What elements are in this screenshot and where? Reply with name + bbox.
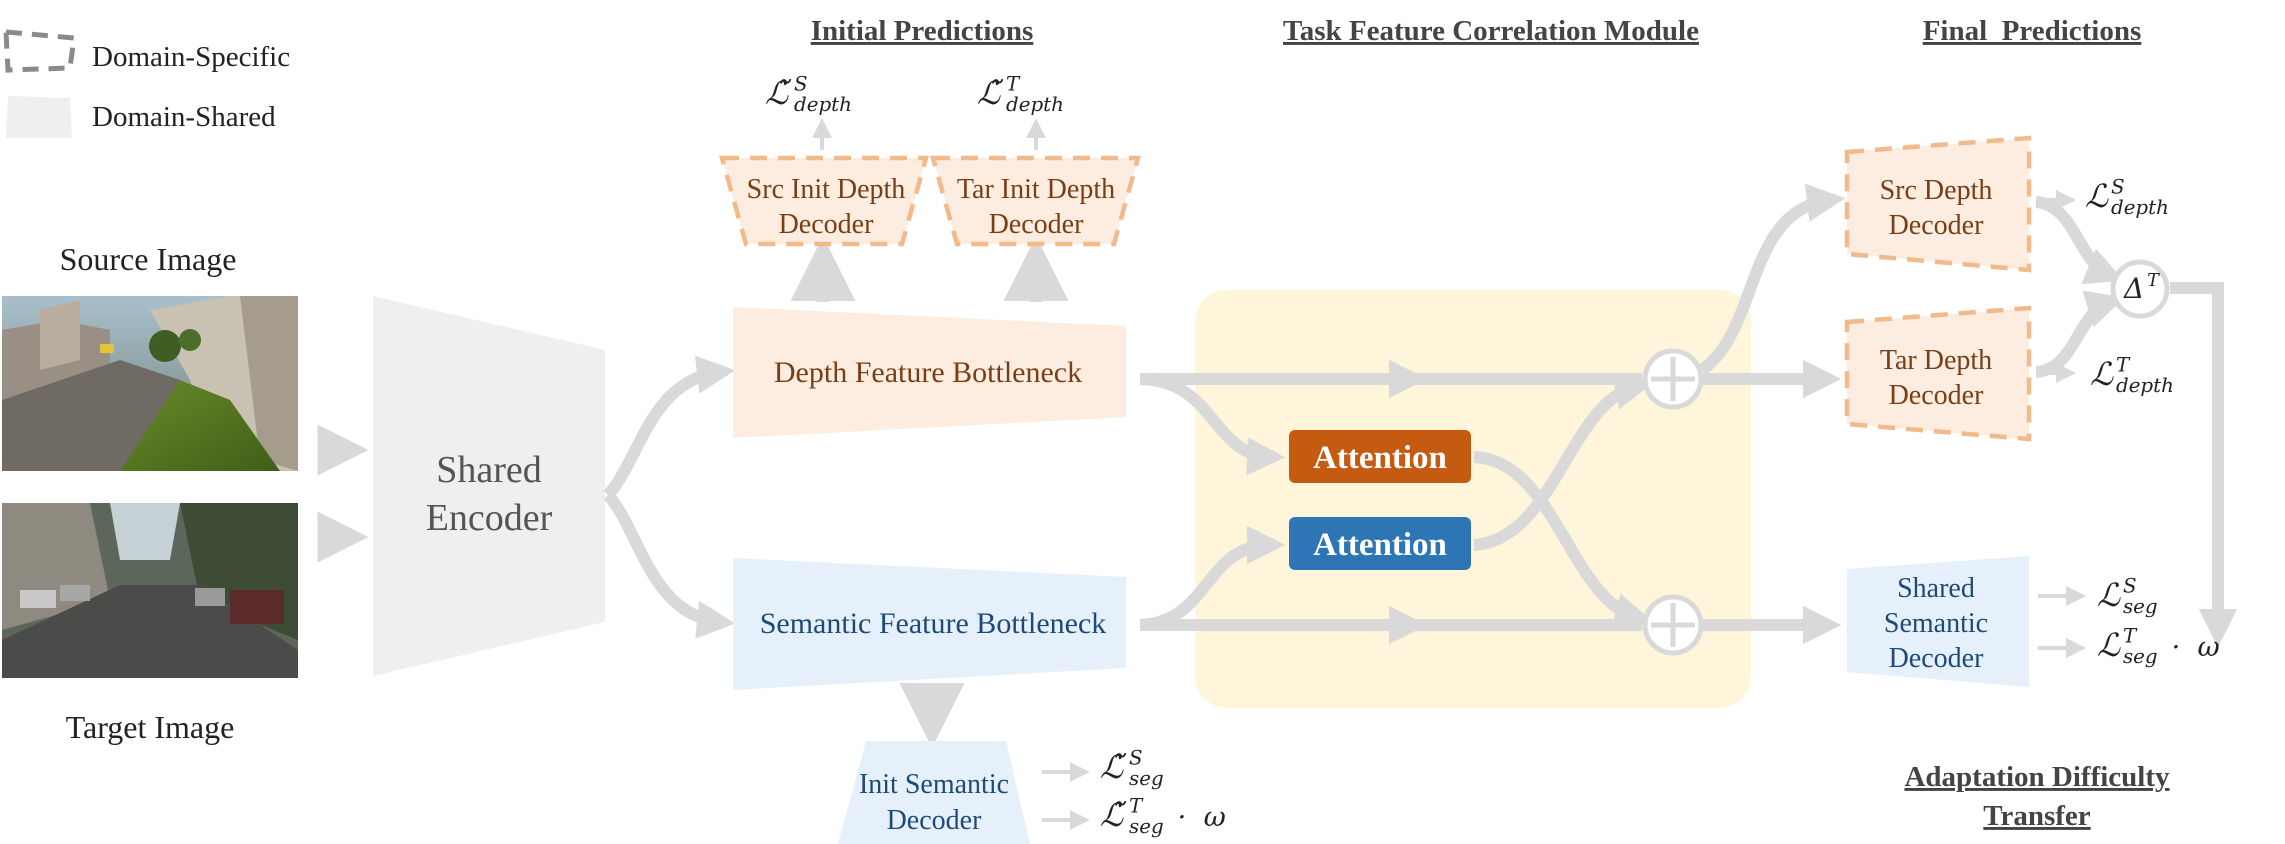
semantic-to-attention-flow: [1139, 525, 1286, 631]
target-image-label: Target Image: [66, 709, 235, 745]
loss-superscript: T: [1006, 73, 1021, 96]
header-initial-predictions: Initial Predictions: [811, 15, 1034, 47]
tar-to-delta-flow: [2035, 290, 2125, 378]
src-depth-decoder: Src Depth Decoder: [1844, 135, 2032, 273]
legend-specific-swatch: [3, 29, 77, 73]
tar-init-decoder-line1: Tar Init Depth: [957, 174, 1115, 205]
header-difficulty-line1: Adaptation Difficulty: [1904, 761, 2170, 793]
loss-subscript: seg: [1129, 815, 1164, 838]
loss-symbol: ℒ: [2090, 355, 2114, 393]
encoder-to-depth-arrow: [603, 355, 736, 500]
legend-specific-label: Domain-Specific: [92, 41, 290, 73]
shared-semantic-decoder: Shared Semantic Decoder: [1847, 556, 2029, 687]
legend-shared-label: Domain-Shared: [92, 101, 276, 133]
loss-symbol: ℒ̃: [1100, 748, 1127, 786]
depth-bottleneck: Depth Feature Bottleneck: [733, 307, 1126, 438]
header-task-module: Task Feature Correlation Module: [1283, 15, 1699, 47]
src-init-decoder-line2: Decoder: [779, 209, 875, 240]
loss-superscript: S: [2123, 575, 2137, 598]
depth-sum-node: [1642, 348, 1704, 410]
encoder-to-semantic-arrow: [603, 490, 736, 639]
tar-depth-decoder: Tar Depth Decoder: [1844, 305, 2032, 442]
loss-symbol: ℒ̃: [977, 74, 1004, 112]
semantic-sum-node: [1642, 594, 1704, 656]
delta-to-omega-flow: [2170, 282, 2238, 648]
loss-weight: · ω: [2172, 632, 2220, 663]
attention-bottom-label: Attention: [1313, 527, 1447, 563]
loss-symbol: Δ: [2123, 272, 2144, 305]
depth-sum-to-src-decoder: [1698, 183, 1846, 375]
loss-weight: · ω: [1178, 802, 1226, 833]
loss-subscript: seg: [1129, 767, 1164, 790]
semantic-bottleneck-label: Semantic Feature Bottleneck: [760, 607, 1107, 640]
loss-symbol: ℒ: [2085, 177, 2109, 215]
shared-semantic-decoder-line3: Decoder: [1889, 643, 1985, 674]
encoder-label-line1: Shared: [436, 449, 542, 491]
src-to-delta-flow: [2034, 196, 2125, 285]
tar-init-decoder-line2: Decoder: [989, 209, 1085, 240]
src-depth-decoder-line2: Decoder: [1889, 210, 1985, 241]
source-image: [2, 296, 298, 471]
loss-subscript: seg: [2123, 645, 2158, 668]
init-semantic-decoder: Init Semantic Decoder: [838, 741, 1030, 844]
shared-encoder: Shared Encoder: [373, 296, 605, 676]
loss-subscript: depth: [794, 93, 852, 116]
loss-subscript: depth: [2116, 374, 2174, 397]
semantic-bottleneck: Semantic Feature Bottleneck: [733, 558, 1126, 690]
loss-subscript: depth: [1006, 93, 1064, 116]
header-final-predictions: Final Predictions: [1923, 15, 2142, 47]
loss-superscript: S: [2111, 176, 2125, 199]
shared-semantic-decoder-line1: Shared: [1897, 573, 1975, 604]
tar-depth-decoder-line1: Tar Depth: [1880, 345, 1992, 376]
delta-node: [2110, 259, 2170, 319]
loss-superscript: S: [794, 73, 808, 96]
source-image-label: Source Image: [60, 241, 237, 277]
init-semantic-decoder-line2: Decoder: [887, 805, 983, 836]
attention-block-top: Attention: [1289, 430, 1471, 483]
loss-superscript: T: [2116, 354, 2131, 377]
loss-symbol: ℒ: [2097, 626, 2121, 664]
legend-shared-swatch: [6, 96, 72, 138]
loss-symbol: ℒ̃: [1100, 796, 1127, 834]
loss-subscript: depth: [2111, 196, 2169, 219]
shared-semantic-decoder-line2: Semantic: [1884, 608, 1988, 639]
attention-block-bottom: Attention: [1289, 517, 1471, 570]
target-image: [2, 503, 298, 678]
attention-bottom-to-depth-plus: [1473, 371, 1654, 551]
tar-init-depth-decoder: Tar Init Depth Decoder: [930, 155, 1141, 247]
src-init-decoder-line1: Src Init Depth: [747, 174, 906, 205]
tar-depth-decoder-line2: Decoder: [1889, 380, 1985, 411]
encoder-label-line2: Encoder: [426, 497, 553, 539]
init-semantic-decoder-line1: Init Semantic: [859, 769, 1009, 800]
loss-symbol: ℒ: [2097, 576, 2121, 614]
loss-superscript: T: [2123, 625, 2138, 648]
src-depth-decoder-line1: Src Depth: [1880, 175, 1993, 206]
loss-superscript: T: [1129, 795, 1144, 818]
loss-superscript: S: [1129, 747, 1143, 770]
loss-superscript: T: [2147, 271, 2160, 291]
depth-bottleneck-label: Depth Feature Bottleneck: [774, 356, 1082, 389]
legend: Domain-Specific Domain-Shared: [3, 29, 290, 138]
src-init-depth-decoder: Src Init Depth Decoder: [719, 155, 929, 247]
attention-top-to-seg-plus: [1473, 451, 1653, 631]
depth-to-attention-flow: [1139, 373, 1286, 476]
header-difficulty-line2: Transfer: [1983, 800, 2091, 832]
attention-top-label: Attention: [1313, 440, 1447, 476]
loss-subscript: seg: [2123, 595, 2158, 618]
loss-symbol: ℒ̃: [765, 74, 792, 112]
